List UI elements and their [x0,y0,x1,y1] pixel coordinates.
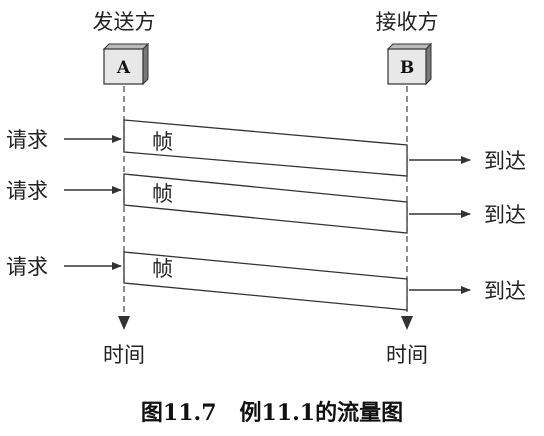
sender-time-arrow [118,316,130,330]
receiver-title: 接收方 [376,10,439,34]
frame-label: 帧 [152,182,173,206]
request-label: 请求 [6,179,48,203]
sender-box-letter: A [116,58,131,78]
frame-label: 帧 [152,130,173,154]
sender-time-label: 时间 [103,343,145,367]
frame-band [123,173,408,234]
frame-label: 帧 [152,257,173,281]
sender-box: A [102,42,150,86]
receiver-time-arrow [401,316,413,330]
sender-title: 发送方 [93,10,156,34]
arrival-label: 到达 [484,279,526,303]
frame-band [123,251,408,311]
request-label: 请求 [6,128,48,152]
figure-caption: 图11.7 例11.1的流量图 [141,400,403,426]
receiver-box-letter: B [400,58,414,78]
arrival-label: 到达 [484,149,526,173]
receiver-box: B [386,42,433,86]
receiver-time-label: 时间 [386,343,428,367]
request-label: 请求 [6,255,48,279]
frame-band [123,119,408,177]
arrival-label: 到达 [484,203,526,227]
